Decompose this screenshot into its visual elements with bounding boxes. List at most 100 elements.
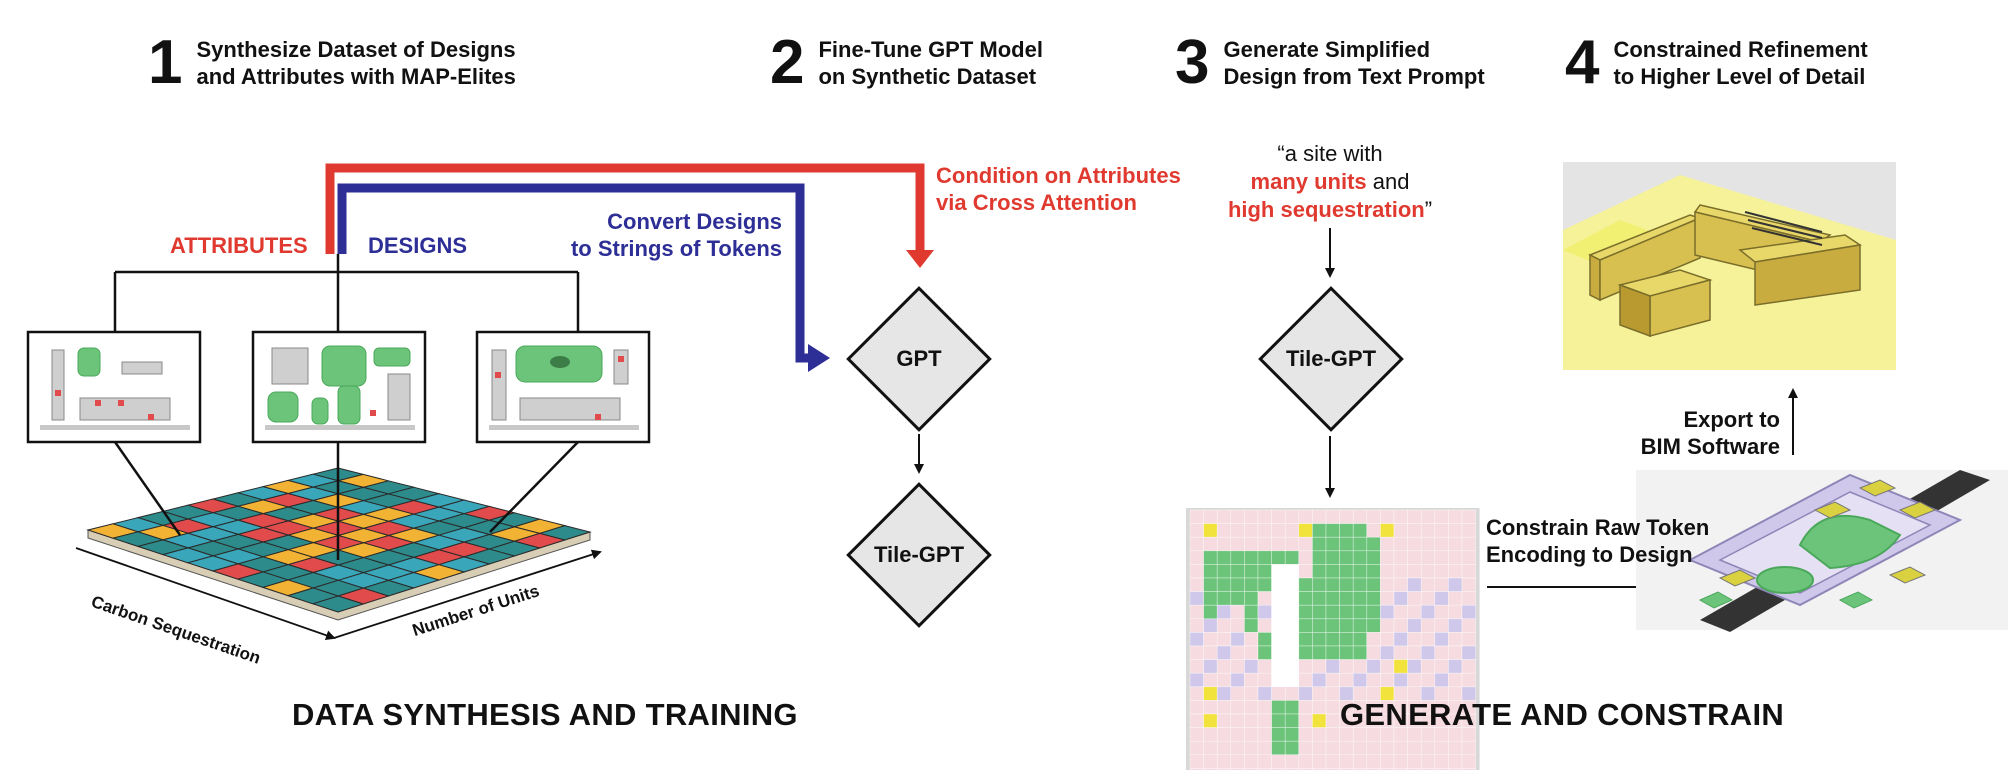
token-cell: [1298, 550, 1313, 565]
token-cell: [1257, 536, 1272, 552]
token-cell: [1393, 509, 1408, 524]
token-cell: [1230, 645, 1245, 660]
map-elites-grid: [86, 467, 592, 621]
token-cell: [1203, 536, 1218, 552]
token-cell: [1216, 700, 1232, 715]
token-cell: [1284, 713, 1300, 728]
token-cell: [1339, 645, 1354, 660]
token-cell: [1461, 740, 1476, 756]
step-3: 3 Generate Simplified Design from Text P…: [1175, 32, 1485, 94]
token-cell: [1257, 632, 1272, 647]
text-prompt: “a site with many units and high sequest…: [1227, 141, 1433, 222]
token-cell: [1284, 618, 1300, 633]
token-cell: [1230, 618, 1245, 633]
token-cell: [1352, 618, 1368, 633]
token-cell: [1244, 591, 1259, 606]
token-cell: [1284, 659, 1300, 674]
token-cell: [1230, 754, 1245, 769]
token-cell: [1271, 768, 1286, 770]
token-cell: [1189, 591, 1204, 606]
token-cell: [1448, 509, 1463, 524]
token-cell: [1352, 672, 1368, 688]
token-cell: [1298, 713, 1313, 728]
token-cell: [1380, 672, 1395, 688]
token-cell: [1257, 523, 1272, 538]
token-cell: [1189, 740, 1204, 756]
token-cell: [1284, 672, 1300, 688]
token-cell: [1203, 577, 1218, 592]
token-cell: [1325, 577, 1340, 592]
token-cell: [1298, 727, 1313, 742]
token-cell: [1407, 523, 1422, 538]
token-cell: [1244, 672, 1259, 688]
token-cell: [1244, 659, 1259, 674]
token-cell: [1203, 632, 1218, 647]
token-cell: [1420, 740, 1436, 756]
token-cell: [1298, 564, 1313, 579]
token-cell: [1257, 509, 1272, 524]
step-number: 3: [1175, 28, 1210, 97]
token-cell: [1366, 523, 1381, 538]
token-cell: [1230, 577, 1245, 592]
token-cell: [1257, 713, 1272, 728]
token-cell: [1352, 591, 1368, 606]
token-cell: [1393, 604, 1408, 620]
token-cell: [1325, 550, 1340, 565]
token-cell: [1352, 577, 1368, 592]
token-cell: [1271, 740, 1286, 756]
grid-axes: [75, 547, 602, 641]
token-cell: [1312, 659, 1327, 674]
token-cell: [1366, 564, 1381, 579]
token-cell: [1434, 536, 1449, 552]
token-cell: [1407, 645, 1422, 660]
tile-gpt-train-node: [846, 482, 992, 628]
token-cell: [1216, 686, 1232, 701]
token-cell: [1325, 686, 1340, 701]
token-cell: [1216, 550, 1232, 565]
token-cell: [1393, 754, 1408, 769]
token-cell: [1325, 740, 1340, 756]
token-cell: [1230, 509, 1245, 524]
token-cell: [1216, 754, 1232, 769]
step-number: 4: [1565, 28, 1600, 97]
token-cell: [1230, 740, 1245, 756]
token-cell: [1461, 754, 1476, 769]
token-cell: [1420, 659, 1436, 674]
step-number: 1: [148, 28, 183, 97]
token-cell: [1216, 577, 1232, 592]
token-cell: [1216, 509, 1232, 524]
token-cell: [1407, 740, 1422, 756]
token-cell: [1339, 740, 1354, 756]
token-cell: [1257, 768, 1272, 770]
token-cell: [1461, 672, 1476, 688]
token-cell: [1244, 700, 1259, 715]
token-cell: [1189, 564, 1204, 579]
attributes-arrowhead: [906, 250, 934, 268]
token-cell: [1448, 564, 1463, 579]
token-cell: [1312, 700, 1327, 715]
token-cell: [1298, 659, 1313, 674]
token-cell: [1216, 604, 1232, 620]
design-panel-3: [475, 330, 651, 444]
token-cell: [1189, 632, 1204, 647]
token-cell: [1216, 536, 1232, 552]
token-cell: [1189, 686, 1204, 701]
token-cell: [1298, 672, 1313, 688]
token-cell: [1393, 768, 1408, 770]
token-cell: [1325, 591, 1340, 606]
export-label: Export to BIM Software: [1640, 407, 1780, 459]
token-cell: [1271, 754, 1286, 769]
token-cell: [1393, 632, 1408, 647]
token-cell: [1339, 577, 1354, 592]
token-cell: [1312, 618, 1327, 633]
token-cell: [1420, 672, 1436, 688]
token-cell: [1203, 768, 1218, 770]
token-cell: [1189, 659, 1204, 674]
token-cell: [1203, 754, 1218, 769]
token-cell: [1298, 700, 1313, 715]
token-cell: [1420, 564, 1436, 579]
token-cell: [1257, 686, 1272, 701]
token-cell: [1448, 754, 1463, 769]
token-cell: [1189, 577, 1204, 592]
token-cell: [1216, 659, 1232, 674]
